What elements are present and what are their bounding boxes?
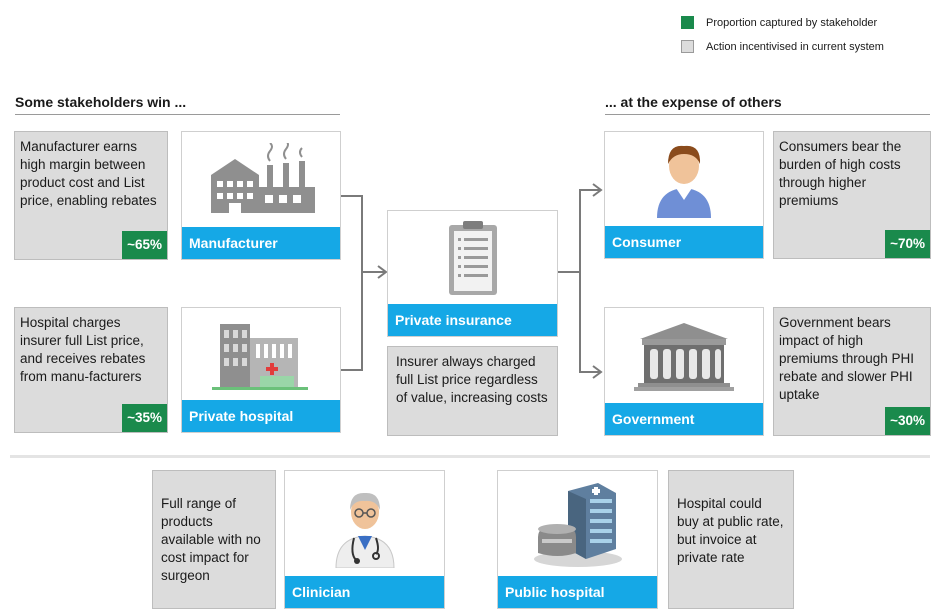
government-card: Government [604, 307, 764, 436]
card-label: Manufacturer [182, 227, 340, 259]
share-badge: ~70% [885, 230, 930, 258]
card-label: Consumer [605, 226, 763, 258]
note-text: Government bears impact of high premiums… [779, 315, 915, 402]
person-icon [605, 132, 763, 226]
heading-losers: ... at the expense of others [605, 94, 930, 115]
legend-swatch-grey [681, 40, 694, 53]
clipboard-icon [388, 211, 557, 304]
legend-item-action: Action incentivised in current system [681, 40, 884, 53]
consumer-card: Consumer [604, 131, 764, 259]
clinician-card: Clinician [284, 470, 445, 609]
card-label: Government [605, 403, 763, 435]
clinician-note: Full range of products available with no… [152, 470, 276, 609]
private-hospital-note: Hospital charges insurer full List price… [14, 307, 168, 433]
section-divider [10, 455, 930, 458]
public-hospital-card: Public hospital [497, 470, 658, 609]
note-text: Consumers bear the burden of high costs … [779, 139, 902, 208]
factory-icon [182, 132, 340, 227]
public-hospital-note: Hospital could buy at public rate, but i… [668, 470, 794, 609]
private-insurance-card: Private insurance [387, 210, 558, 337]
legend-label: Action incentivised in current system [706, 40, 884, 53]
legend-label: Proportion captured by stakeholder [706, 16, 878, 29]
share-badge: ~65% [122, 231, 167, 259]
share-badge: ~35% [122, 404, 167, 432]
government-building-icon [605, 308, 763, 403]
note-text: Hospital charges insurer full List price… [20, 315, 146, 384]
government-note: Government bears impact of high premiums… [773, 307, 931, 436]
card-label: Public hospital [498, 576, 657, 608]
manufacturer-card: Manufacturer [181, 131, 341, 260]
note-text: Hospital could buy at public rate, but i… [677, 496, 784, 565]
private-insurance-note: Insurer always charged full List price r… [387, 346, 558, 436]
card-label: Private hospital [182, 400, 340, 432]
heading-winners: Some stakeholders win ... [15, 94, 340, 115]
public-hospital-icon [498, 471, 657, 576]
legend-swatch-green [681, 16, 694, 29]
manufacturer-note: Manufacturer earns high margin between p… [14, 131, 168, 260]
share-badge: ~30% [885, 407, 930, 435]
note-text: Insurer always charged full List price r… [396, 354, 548, 405]
private-hospital-card: Private hospital [181, 307, 341, 433]
note-text: Full range of products available with no… [161, 496, 261, 583]
legend-item-proportion: Proportion captured by stakeholder [681, 16, 877, 29]
hospital-icon [182, 308, 340, 400]
card-label: Clinician [285, 576, 444, 608]
note-text: Manufacturer earns high margin between p… [20, 139, 157, 208]
card-label: Private insurance [388, 304, 557, 336]
doctor-icon [285, 471, 444, 576]
consumer-note: Consumers bear the burden of high costs … [773, 131, 931, 259]
